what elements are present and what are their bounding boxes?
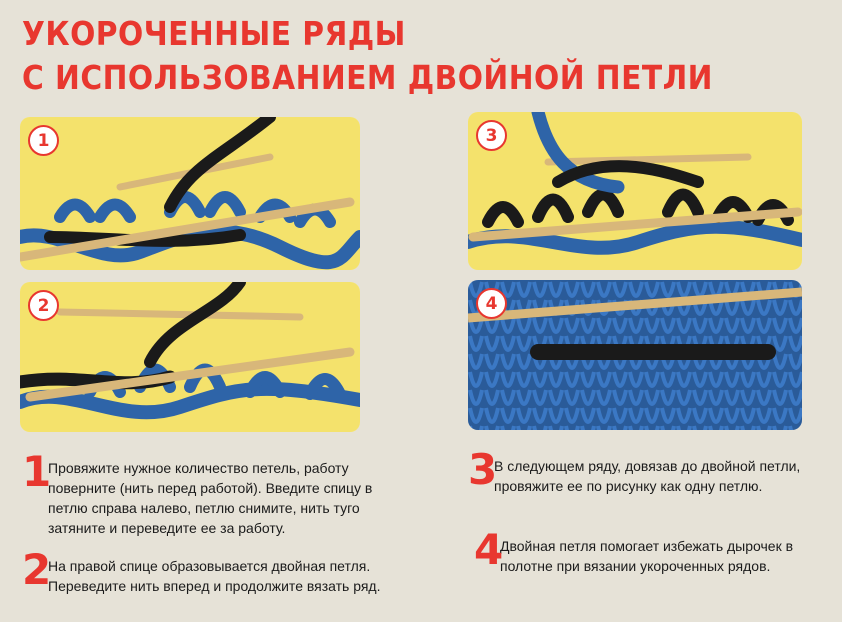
step-instruction-3: 3 В следующем ряду, довязав до двойной п… — [494, 456, 824, 496]
step-badge-2: 2 — [28, 290, 59, 321]
step-badge-3: 3 — [476, 120, 507, 151]
knitting-illustration-1 — [20, 117, 360, 270]
step-number-1: 1 — [22, 450, 51, 494]
knitting-illustration-2 — [20, 282, 360, 432]
step-instruction-1: 1 Провяжите нужное количество петель, ра… — [48, 458, 408, 538]
illustration-panel-1: 1 — [20, 117, 360, 270]
step-text-2: На правой спице образовывается двойная п… — [48, 558, 381, 594]
illustration-panel-2: 2 — [20, 282, 360, 432]
illustration-panel-3: 3 — [468, 112, 802, 270]
page-title-line-2: С ИСПОЛЬЗОВАНИЕМ ДВОЙНОЙ ПЕТЛИ — [22, 58, 713, 97]
step-instruction-4: 4 Двойная петля помогает избежать дыроче… — [500, 536, 800, 576]
step-badge-1: 1 — [28, 125, 59, 156]
step-text-1: Провяжите нужное количество петель, рабо… — [48, 460, 372, 536]
illustration-panel-4: 4 — [468, 280, 802, 430]
step-text-4: Двойная петля помогает избежать дырочек … — [500, 538, 793, 574]
step-number-3: 3 — [468, 448, 497, 492]
knitting-illustration-3 — [468, 112, 802, 270]
step-number-2: 2 — [22, 548, 51, 592]
page-title-line-1: УКОРОЧЕННЫЕ РЯДЫ — [22, 14, 406, 53]
step-instruction-2: 2 На правой спице образовывается двойная… — [48, 556, 388, 596]
step-text-3: В следующем ряду, довязав до двойной пет… — [494, 458, 800, 494]
knitting-illustration-4 — [468, 280, 802, 430]
step-number-4: 4 — [474, 528, 503, 572]
step-badge-4: 4 — [476, 288, 507, 319]
